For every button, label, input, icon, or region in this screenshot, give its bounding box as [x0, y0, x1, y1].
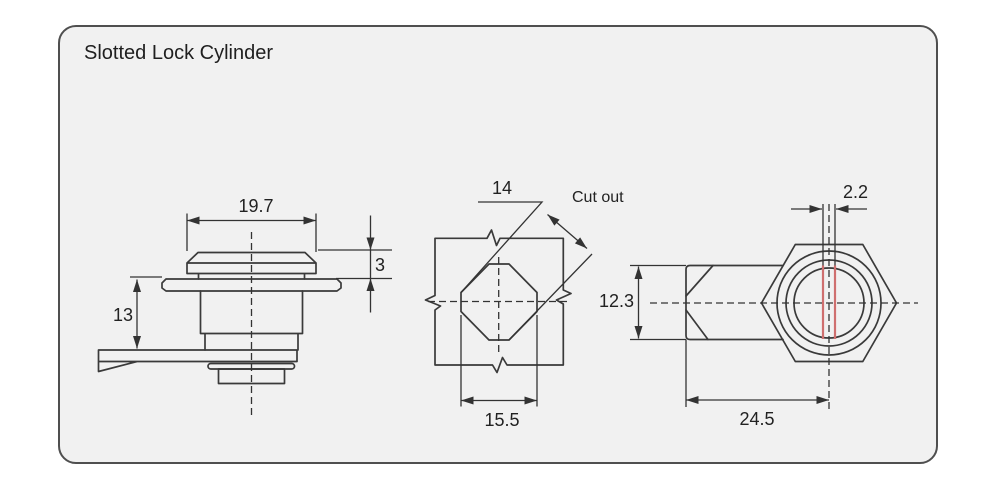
cap-width-label: 19.7 [238, 196, 273, 216]
cutout-width-extension-lines [460, 315, 538, 407]
side-view: 19.7 13 3 [97, 196, 392, 418]
body-height-label: 13 [113, 305, 133, 325]
panel-square-with-breaks [424, 229, 572, 374]
cap-height-label: 3 [375, 255, 385, 275]
cam-height-label: 12.3 [599, 291, 634, 311]
cam-length-label: 24.5 [739, 409, 774, 429]
cam-arm-outline [97, 349, 298, 373]
cap-outline [186, 251, 317, 280]
page-title: Slotted Lock Cylinder [84, 42, 273, 64]
cutout-view: 14 Cut out 15.5 [424, 178, 624, 430]
cap-height-extension-lines [318, 249, 392, 280]
slot-width-label: 2.2 [843, 182, 868, 202]
cutout-width-label: 15.5 [484, 410, 519, 430]
cutout-note-label: Cut out [572, 189, 624, 206]
diagonal-dimension-arrow [547, 214, 588, 249]
diagonal-label: 14 [492, 178, 512, 198]
flange-outline [161, 278, 342, 292]
drawing-panel [58, 25, 938, 464]
diagonal-leader-line [460, 201, 544, 293]
key-slot-extension-lines [822, 204, 836, 266]
cam-fold-lines [685, 264, 714, 341]
diagonal-tangent-line [508, 253, 593, 341]
top-view: 2.2 12.3 24.5 [599, 182, 918, 429]
cam-height-extension-lines [630, 264, 686, 341]
